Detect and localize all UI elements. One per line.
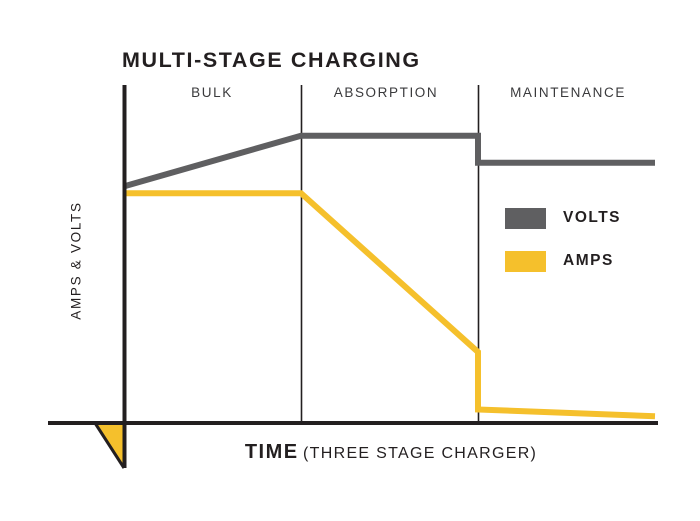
legend-item-amps: AMPS [505,250,621,272]
origin-wedge-hypotenuse [93,422,126,469]
series-line-volts [123,132,655,190]
chart-title: MULTI-STAGE CHARGING [122,48,421,72]
series-line-amps [124,190,656,420]
stage-label-absorption: ABSORPTION [333,85,439,100]
legend-label-volts: VOLTS [563,209,622,226]
legend-label-amps: AMPS [563,252,614,269]
x-axis-label-sub: (THREE STAGE CHARGER) [303,445,538,462]
legend-swatch-amps [505,250,546,272]
legend-swatch-volts [505,207,546,229]
legend-item-volts: VOLTS [505,207,621,229]
x-axis-label: TIME (THREE STAGE CHARGER) [124,441,658,464]
x-axis-label-main: TIME [244,441,299,463]
chart-legend: VOLTS AMPS [505,207,621,293]
stage-label-bulk: BULK [191,85,233,100]
stage-label-maintenance: MAINTENANCE [510,85,626,100]
